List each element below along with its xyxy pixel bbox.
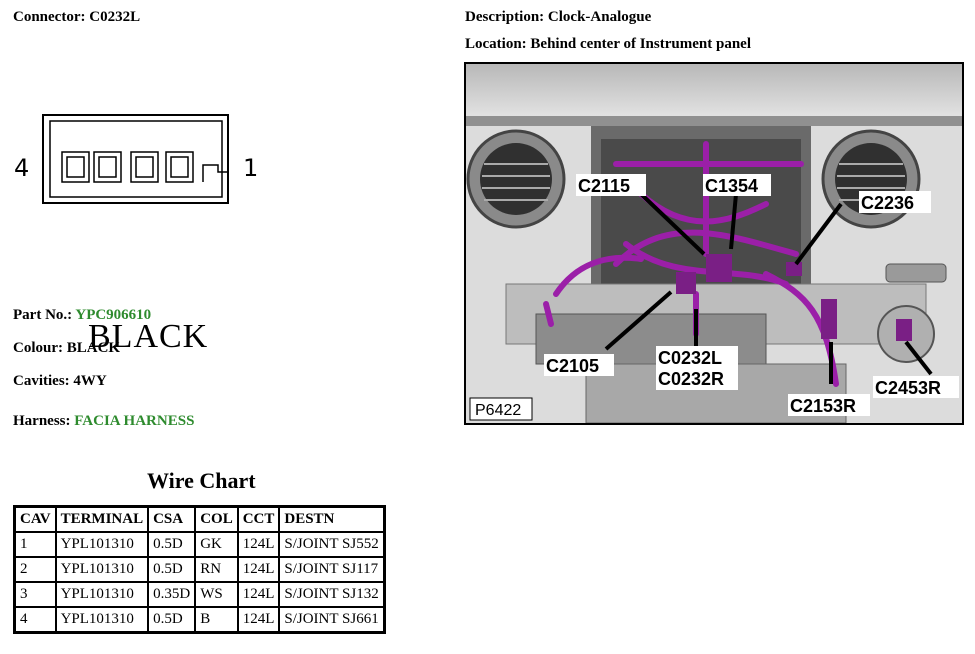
colour-value: BLACK — [66, 340, 121, 356]
cell-destn: S/JOINT SJ117 — [278, 556, 386, 583]
location-key: Location: — [465, 36, 527, 52]
part-number-link[interactable]: YPC906610 — [75, 307, 152, 323]
cell-cav: 4 — [13, 606, 57, 634]
header-csa: CSA — [147, 505, 197, 533]
callout-c2105: C2105 — [546, 356, 599, 376]
table-row: 1 YPL101310 0.5D GK 124L S/JOINT SJ552 — [13, 531, 386, 558]
connector-label-key: Connector: — [13, 9, 86, 25]
photo-id: P6422 — [475, 402, 521, 419]
cavities-key: Cavities: — [13, 373, 70, 389]
header-col: COL — [194, 505, 239, 533]
table-row: 2 YPL101310 0.5D RN 124L S/JOINT SJ117 — [13, 556, 386, 583]
wire-chart-table: CAV TERMINAL CSA COL CCT DESTN 1 YPL1013… — [13, 505, 386, 634]
callout-c2236: C2236 — [861, 193, 914, 213]
cell-terminal: YPL101310 — [54, 556, 150, 583]
connector-color-text: BLACK — [88, 318, 209, 355]
header-terminal: TERMINAL — [54, 505, 150, 533]
colour: Colour: BLACK — [13, 340, 120, 357]
cell-destn: S/JOINT SJ132 — [278, 581, 386, 608]
table-row: 3 YPL101310 0.35D WS 124L S/JOINT SJ132 — [13, 581, 386, 608]
part-number-key: Part No.: — [13, 307, 73, 323]
cell-terminal: YPL101310 — [54, 531, 150, 558]
cell-cct: 124L — [236, 581, 281, 608]
cell-csa: 0.5D — [147, 606, 197, 634]
table-header-row: CAV TERMINAL CSA COL CCT DESTN — [13, 505, 386, 533]
harness-link[interactable]: FACIA HARNESS — [74, 413, 195, 429]
cell-terminal: YPL101310 — [54, 581, 150, 608]
part-number: Part No.: YPC906610 — [13, 307, 151, 324]
header-destn: DESTN — [278, 505, 386, 533]
cell-cct: 124L — [236, 556, 281, 583]
table-row: 4 YPL101310 0.5D B 124L S/JOINT SJ661 — [13, 606, 386, 634]
connector-outline — [42, 114, 229, 204]
cavities-value: 4WY — [73, 373, 107, 389]
callout-c2453r: C2453R — [875, 378, 941, 398]
pin-right-number: 1 — [243, 154, 259, 182]
wire-chart-title: Wire Chart — [147, 468, 256, 493]
header-cav: CAV — [13, 505, 57, 533]
location-value: Behind center of Instrument panel — [530, 36, 751, 52]
harness: Harness: FACIA HARNESS — [13, 413, 194, 430]
cell-destn: S/JOINT SJ661 — [278, 606, 386, 634]
cell-csa: 0.5D — [147, 556, 197, 583]
description-key: Description: — [465, 9, 545, 25]
cell-cct: 124L — [236, 531, 281, 558]
location-photo: C2115 C1354 C2236 C2105 C0232L C0232R C2… — [464, 62, 964, 425]
connector-label: Connector: C0232L — [13, 9, 140, 26]
connector-diagram: 4 1 BLACK — [10, 110, 260, 355]
connector-id: C0232L — [89, 9, 141, 25]
cavities: Cavities: 4WY — [13, 373, 107, 390]
cell-csa: 0.5D — [147, 531, 197, 558]
cell-csa: 0.35D — [147, 581, 197, 608]
callout-c0232r: C0232R — [658, 369, 724, 389]
callout-c2153r: C2153R — [790, 396, 856, 416]
cell-col: WS — [194, 581, 239, 608]
description-value: Clock-Analogue — [547, 9, 652, 25]
cell-destn: S/JOINT SJ552 — [278, 531, 386, 558]
callout-c0232l: C0232L — [658, 348, 722, 368]
description: Description: Clock-Analogue — [465, 9, 651, 26]
location: Location: Behind center of Instrument pa… — [465, 36, 751, 53]
pin-left-number: 4 — [14, 154, 30, 182]
colour-key: Colour: — [13, 340, 63, 356]
header-cct: CCT — [236, 505, 281, 533]
cell-cav: 1 — [13, 531, 57, 558]
left-vent — [466, 129, 566, 229]
harness-key: Harness: — [13, 413, 71, 429]
cell-cav: 2 — [13, 556, 57, 583]
cell-col: GK — [194, 531, 239, 558]
cell-terminal: YPL101310 — [54, 606, 150, 634]
cell-col: B — [194, 606, 239, 634]
callout-arrows — [604, 192, 933, 384]
connector-blocks — [676, 254, 912, 341]
instrument-panel-illustration: C2115 C1354 C2236 C2105 C0232L C0232R C2… — [466, 64, 962, 423]
callout-c2115: C2115 — [578, 176, 630, 196]
cell-cav: 3 — [13, 581, 57, 608]
callout-c1354: C1354 — [705, 176, 758, 196]
cell-cct: 124L — [236, 606, 281, 634]
cell-col: RN — [194, 556, 239, 583]
wiring-harness — [543, 141, 839, 387]
